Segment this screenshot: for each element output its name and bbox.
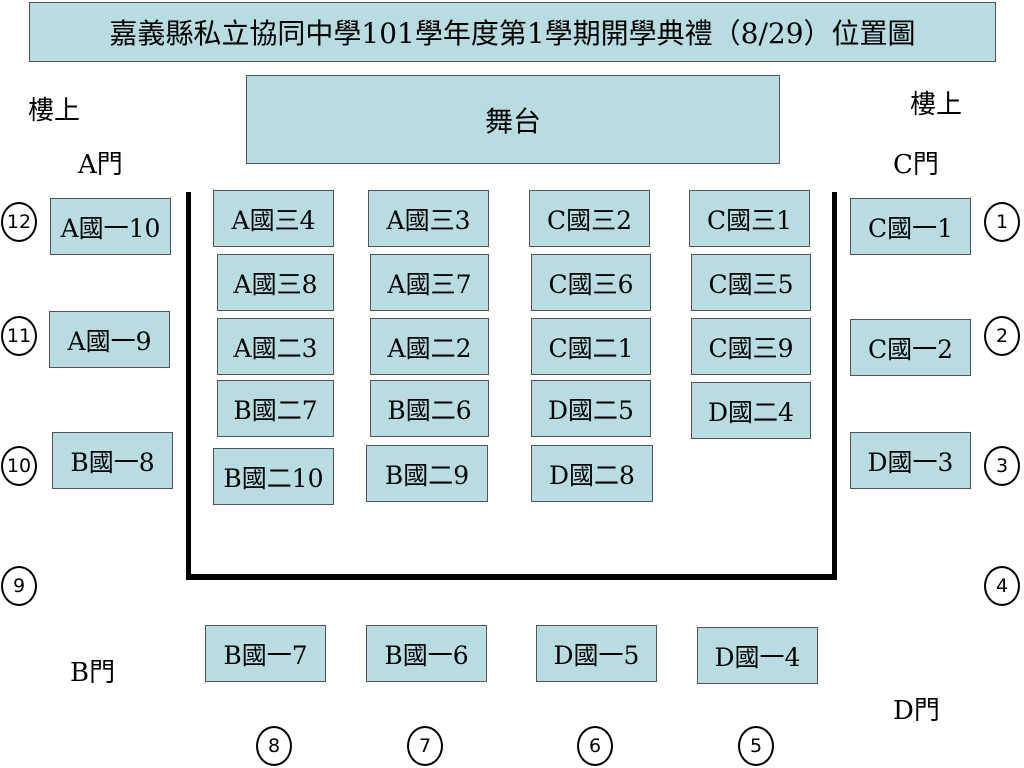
seat-block: A國一9 [49,311,170,368]
seat-block: B國二9 [366,445,488,502]
seat-block: C國一2 [850,319,971,376]
seat-block: C國三5 [691,254,811,311]
seat-block: A國一10 [50,198,171,255]
position-number: 7 [407,726,443,766]
page-title: 嘉義縣私立協同中學101學年度第1學期開學典禮（8/29）位置圖 [29,2,996,62]
position-number: 3 [984,446,1020,486]
position-number: 12 [1,202,37,242]
door-b-label: B門 [70,658,116,688]
position-number: 10 [1,446,37,486]
position-number: 6 [577,726,613,766]
door-d-label: D門 [893,696,940,726]
seat-block: A國三3 [368,190,489,247]
seat-block: C國三2 [529,190,650,247]
hall-wall-bottom [186,574,837,580]
seat-block: A國三7 [370,254,489,311]
position-number: 11 [1,316,37,356]
seat-block: C國三1 [689,190,810,247]
upstairs-label-left: 樓上 [28,96,81,126]
seat-block: D國二8 [531,445,653,502]
seat-block: B國一7 [205,625,326,682]
upstairs-label-right: 樓上 [910,90,963,120]
position-number: 5 [738,726,774,766]
seat-block: A國三8 [217,254,334,311]
seat-block: D國一5 [536,625,657,682]
hall-wall-right [832,192,837,580]
seat-block: C國三9 [691,318,811,375]
seat-block: D國一3 [850,432,971,489]
position-number: 8 [256,726,292,766]
seat-block: B國二10 [213,448,334,505]
seat-block: B國一6 [366,625,487,682]
seat-block: B國二7 [217,380,334,437]
position-number: 9 [1,566,37,606]
stage-label: 舞台 [484,104,541,138]
seat-block: D國二5 [531,380,651,437]
page-title-text: 嘉義縣私立協同中學101學年度第1學期開學典禮（8/29）位置圖 [109,17,916,50]
stage: 舞台 [246,75,780,164]
seat-block: C國一1 [850,198,971,255]
seat-block: B國一8 [52,432,173,489]
position-number: 4 [984,566,1020,606]
seat-block: C國三6 [531,254,651,311]
seat-block: D國二4 [691,382,811,439]
seat-block: B國二6 [370,380,489,437]
position-number: 1 [984,202,1020,242]
door-a-label: A門 [78,150,123,180]
seat-block: C國二1 [531,318,651,375]
position-number: 2 [984,316,1020,356]
door-c-label: C門 [893,150,939,180]
seat-block: A國二2 [370,318,489,375]
seat-block: A國二3 [217,318,334,375]
hall-wall-left [186,192,191,580]
seat-block: D國一4 [697,627,818,684]
seat-block: A國三4 [213,190,334,247]
